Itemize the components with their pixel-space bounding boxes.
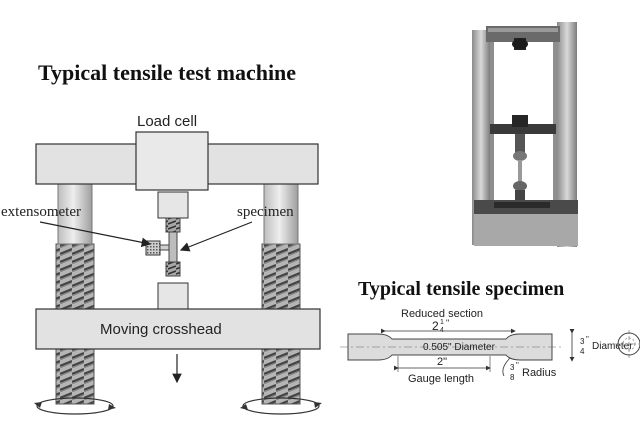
- machine-photo: [470, 18, 582, 250]
- test-machine-illustration: Typical tensile test machine Load cell M…: [1, 60, 322, 415]
- specimen-profile: [347, 333, 553, 361]
- right-rotation-arrow: [240, 397, 322, 415]
- reduced-length-den: 4: [440, 327, 444, 334]
- specimen-leader: [179, 221, 253, 252]
- lower-specimen-thread: [165, 261, 181, 277]
- inner-diameter-label: 0.505" Diameter: [423, 342, 496, 353]
- extensometer-arm: [159, 244, 170, 251]
- left-rotation-arrow: [34, 397, 116, 415]
- radius-label: Radius: [522, 367, 557, 379]
- reduced-length-num: 1: [440, 319, 444, 326]
- load-cell-label: Load cell: [137, 113, 197, 130]
- reduced-length-unit: ": [446, 318, 449, 328]
- outer-diameter-num: 3: [580, 337, 585, 346]
- specimen-title: Typical tensile specimen: [358, 278, 564, 300]
- outer-diameter-unit: ": [586, 335, 589, 344]
- radius-unit: ": [516, 361, 519, 370]
- upper-grip: [157, 191, 189, 219]
- lower-grip: [157, 282, 189, 310]
- extensometer-leader: [39, 221, 152, 248]
- radius-leader: [502, 357, 511, 377]
- outer-diameter-label: Diameter: [592, 341, 633, 352]
- specimen-drawing: Typical tensile specimen Reduced section…: [340, 278, 640, 385]
- specimen-bar: [168, 231, 178, 263]
- gauge-length-label: Gauge length: [408, 373, 474, 385]
- extensometer-label: extensometer: [1, 204, 81, 220]
- gauge-dim-label: 2": [437, 356, 447, 368]
- load-cell-block: [135, 131, 209, 191]
- outer-diameter-den: 4: [580, 347, 585, 356]
- specimen-label: specimen: [237, 204, 294, 220]
- upper-specimen-thread: [165, 217, 181, 233]
- reduced-section-label: Reduced section: [401, 308, 483, 320]
- radius-den: 8: [510, 373, 515, 382]
- moving-crosshead-label: Moving crosshead: [100, 321, 222, 338]
- machine-title: Typical tensile test machine: [38, 60, 296, 85]
- reduced-length-whole: 2: [432, 319, 439, 333]
- specimen-end-view: [614, 330, 640, 358]
- radius-num: 3: [510, 363, 515, 372]
- moving-crosshead: [35, 308, 321, 350]
- right-upper-pillar: [263, 181, 299, 245]
